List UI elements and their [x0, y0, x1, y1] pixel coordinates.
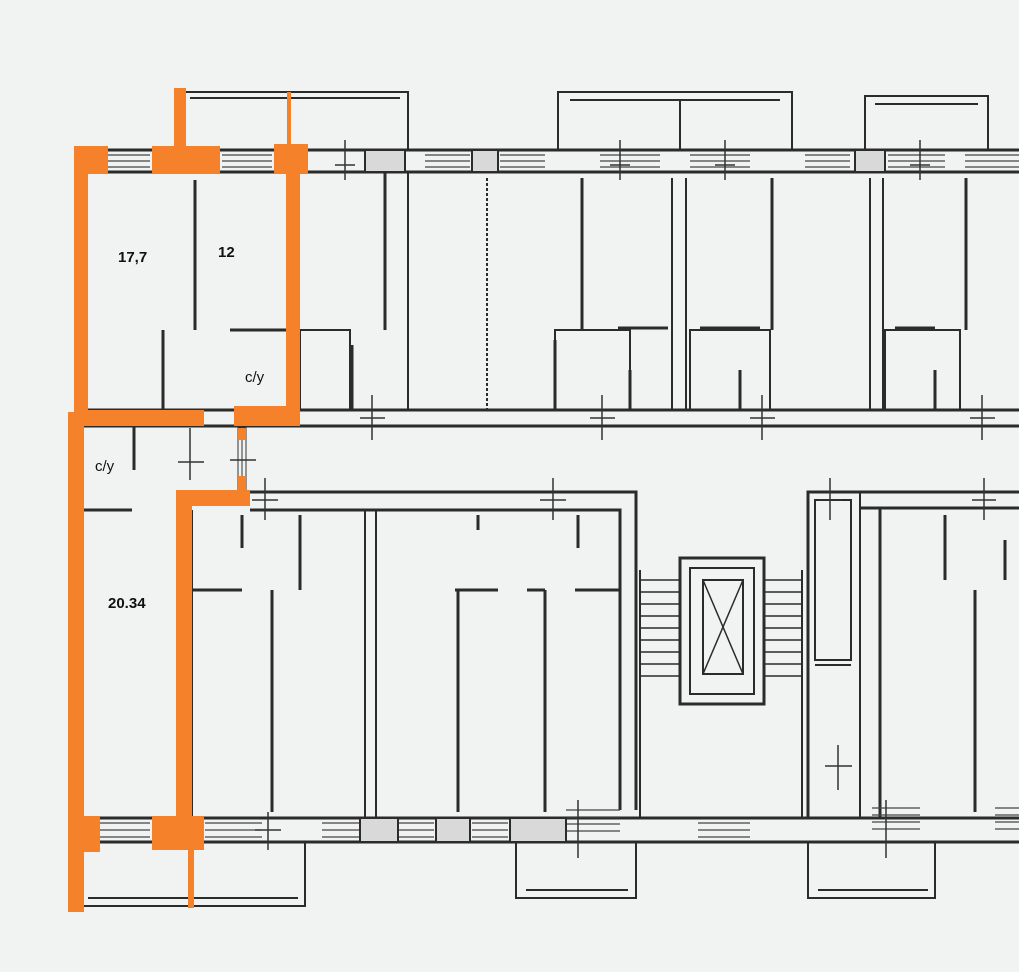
- room-area-label: 20.34: [108, 595, 146, 612]
- apartment-outline-upper-right-wall: [286, 170, 300, 426]
- upper-block-walls: [78, 91, 1019, 440]
- bathroom-label: с/у: [95, 458, 115, 475]
- apartment-outline-lower-right-wall: [176, 490, 192, 826]
- apartment-outline-left-wall: [68, 412, 84, 912]
- room-labels: 17,7 12 с/у с/у 20.34: [95, 244, 265, 612]
- lower-bathroom-walls: [84, 426, 204, 512]
- room-area-label: 12: [218, 244, 235, 261]
- apartment-outline-upper-left-wall: [74, 146, 88, 416]
- apartment-highlight: [68, 88, 308, 912]
- lower-block-walls: [78, 478, 1019, 907]
- room-area-label: 17,7: [118, 249, 147, 266]
- bathroom-label: с/у: [245, 369, 265, 386]
